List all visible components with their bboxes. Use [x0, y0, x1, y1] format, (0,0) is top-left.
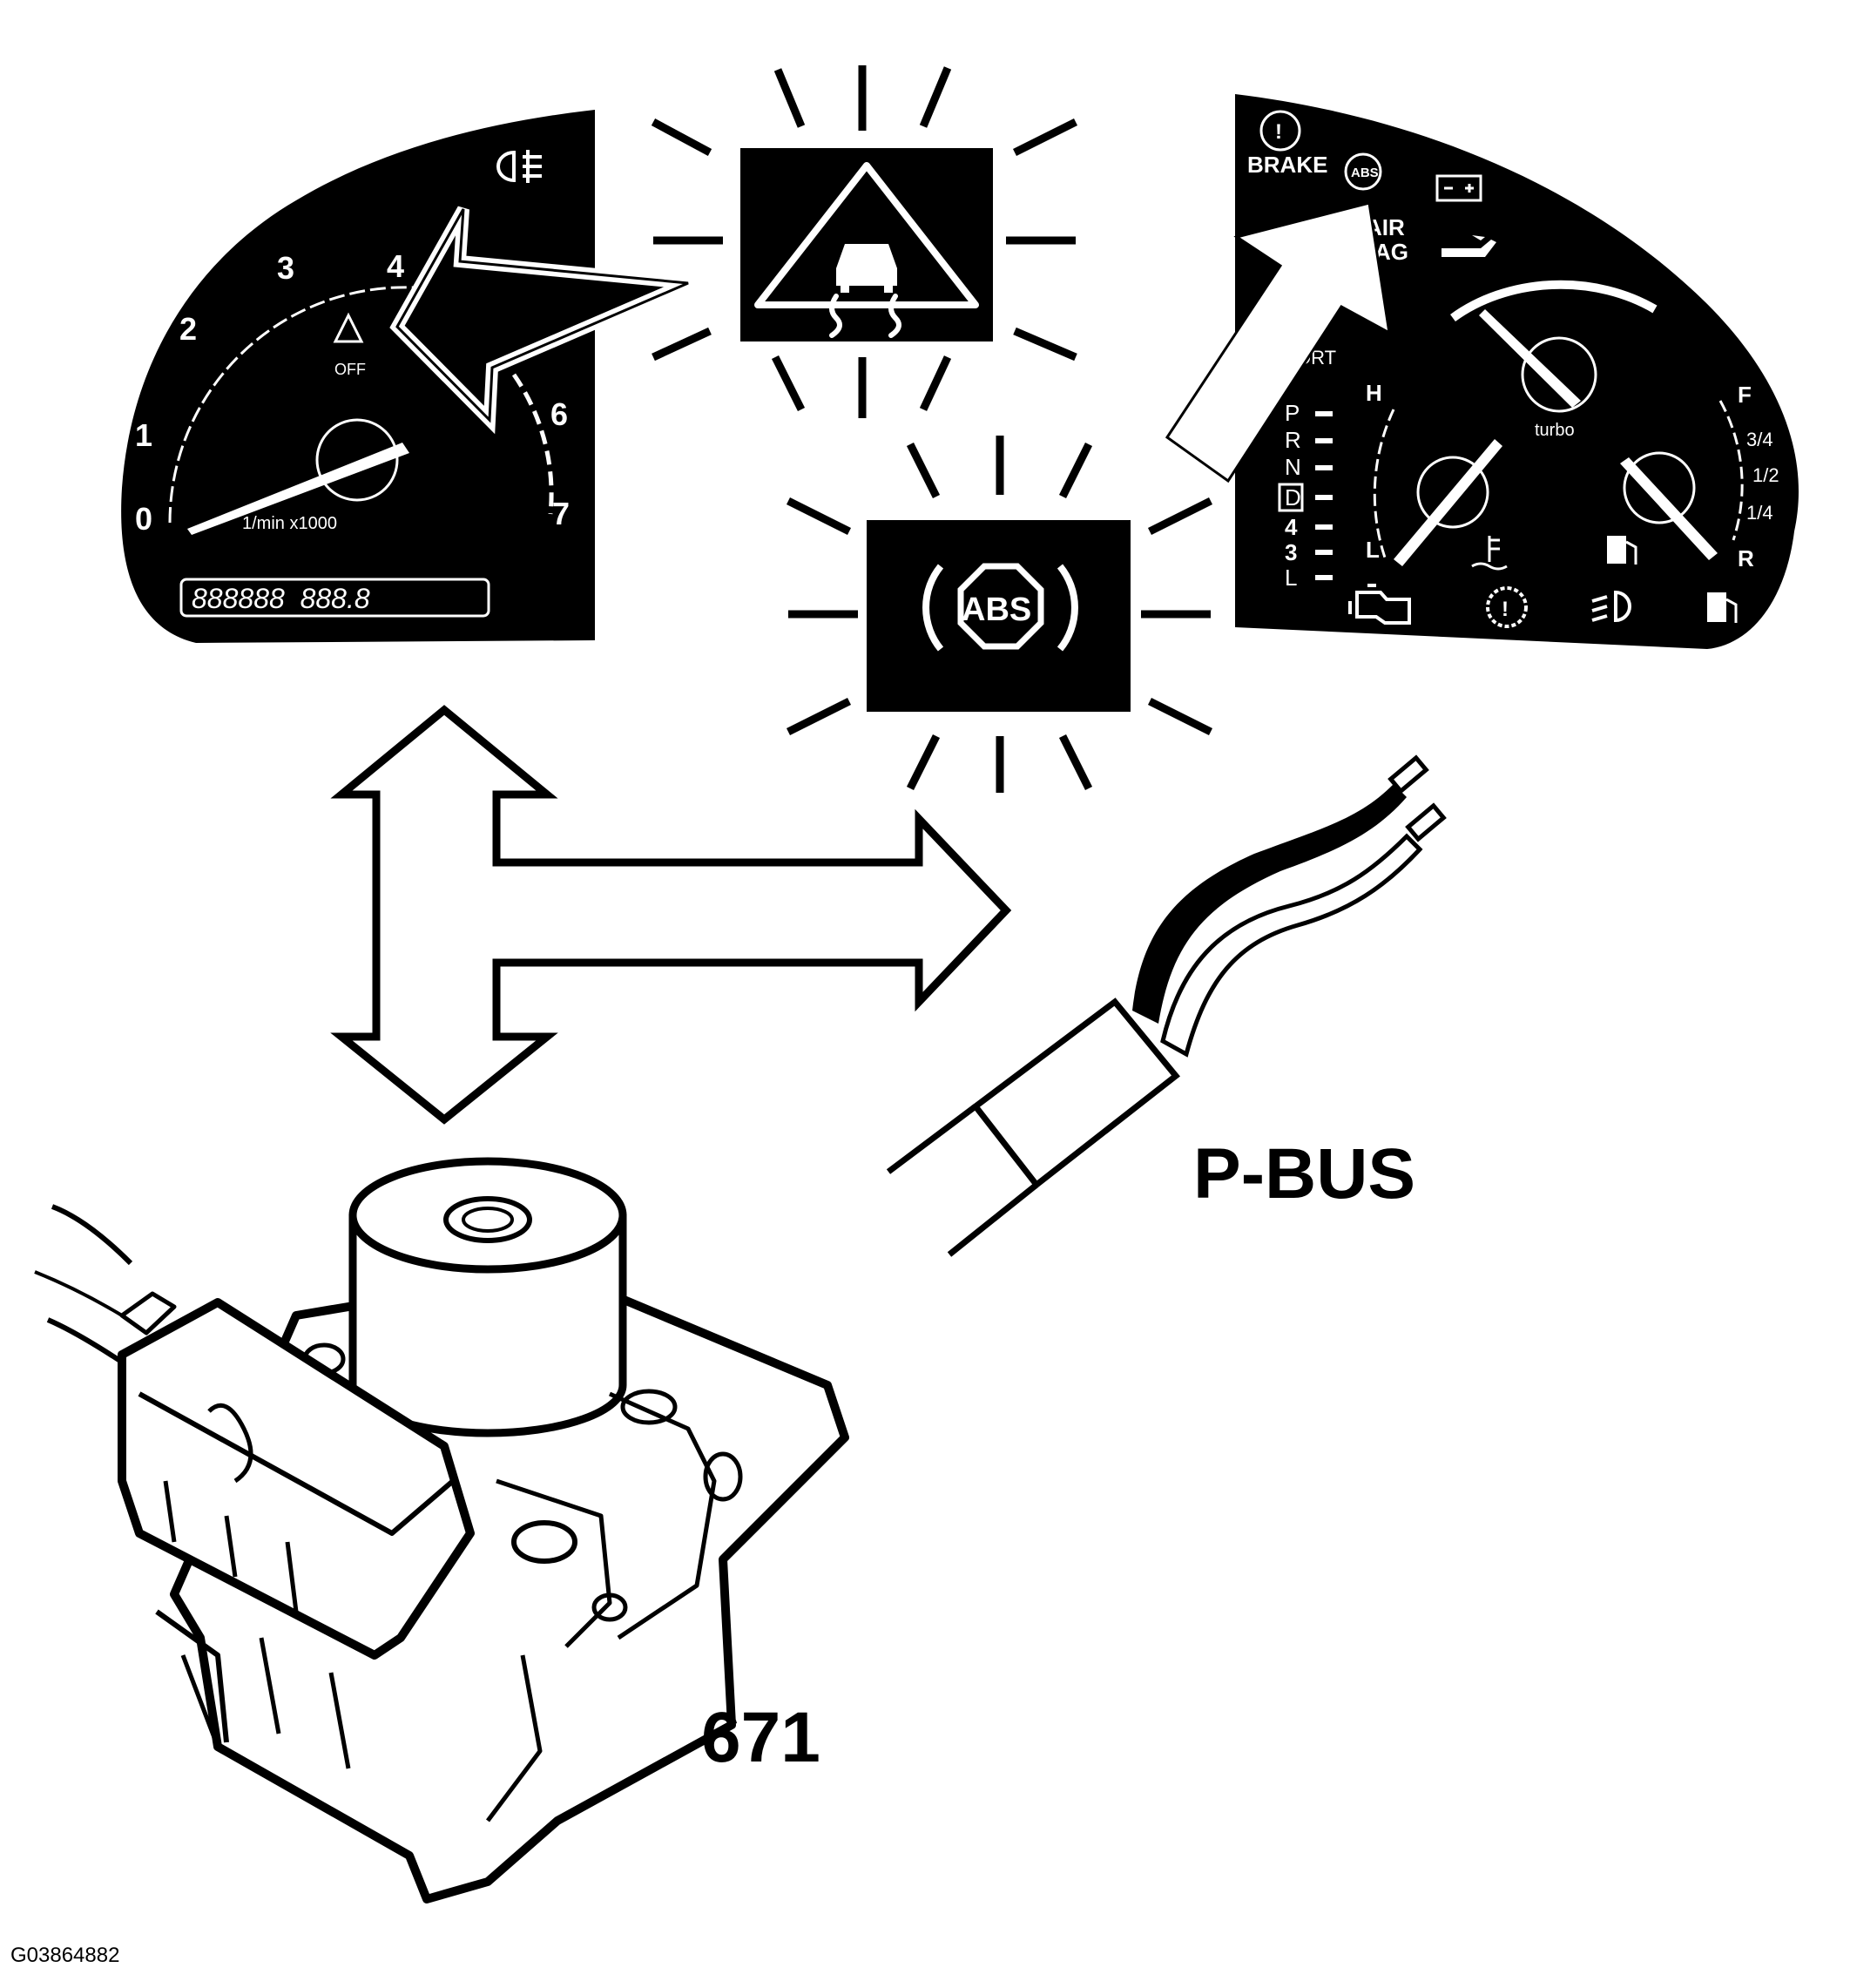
tach-number-1: 1	[135, 417, 152, 453]
brake-label: BRAKE	[1247, 152, 1327, 178]
tach-number-6: 6	[550, 396, 568, 432]
fog-lamp-icon	[496, 150, 542, 183]
cable-sheath	[971, 997, 1180, 1189]
svg-text:ABS: ABS	[1351, 166, 1379, 180]
abs-lamp-rays	[786, 436, 1213, 793]
fuel-34-label: 3/4	[1746, 429, 1773, 450]
temp-gauge-needle	[1394, 439, 1502, 566]
abs-lamp-label: ABS	[962, 592, 1031, 628]
fuel-gauge-needle	[1620, 457, 1718, 560]
svg-text:!: !	[1275, 120, 1282, 144]
fuel-14-label: 1/4	[1746, 502, 1773, 524]
tc-off-label: OFF	[334, 361, 366, 378]
tach-hub	[315, 418, 399, 502]
tach-number-2: 2	[179, 311, 197, 347]
warning-triangle-icon	[754, 162, 979, 308]
oil-pressure-icon	[1442, 235, 1496, 257]
turbo-gauge-hub	[1521, 336, 1597, 413]
right-cluster-body	[1235, 94, 1799, 649]
bus-wire-black	[1132, 784, 1407, 1024]
communication-arrow	[330, 705, 1012, 1125]
temp-gauge-scale	[1373, 409, 1395, 558]
tach-needle	[187, 443, 409, 535]
tc-lamp-rays	[651, 65, 1078, 418]
check-engine-icon	[1348, 584, 1411, 625]
traction-control-off-icon: OFF	[333, 312, 366, 378]
fuel-12-label: 1/2	[1752, 464, 1779, 486]
gear-position-bars	[1315, 411, 1333, 580]
abs-control-module	[34, 1157, 849, 1903]
abs-indicator-arrow	[1165, 201, 1391, 483]
wire-terminals	[1388, 754, 1447, 842]
fuel-gauge-hub	[1623, 451, 1696, 524]
abs-lamp-box	[867, 520, 1131, 712]
temp-l-label: L	[1366, 537, 1380, 563]
brake-warning-icon: !	[1259, 110, 1301, 152]
turbo-label: turbo	[1535, 421, 1575, 440]
turbo-gauge-scale	[1450, 280, 1658, 322]
gear-D: D	[1285, 484, 1301, 511]
p-bus-connector	[886, 754, 1447, 1257]
gear-N: N	[1285, 454, 1301, 480]
temp-h-label: H	[1366, 380, 1382, 406]
abs-warning-lamp: ABS	[786, 436, 1213, 793]
gear-4: 4	[1285, 514, 1298, 540]
odometer-readout: 888888 888.8	[192, 583, 370, 614]
gear-R: R	[1285, 427, 1301, 453]
transmission-warning-icon: !	[1486, 586, 1528, 628]
tachometer-cluster: 0 1 2 3 4 6 7 OFF 1/min x1000 888888 888…	[121, 110, 595, 643]
low-fuel-icon	[1707, 592, 1738, 623]
p-bus-label: P-BUS	[1193, 1134, 1415, 1214]
tach-number-3: 3	[277, 250, 294, 286]
tach-unit-label: 1/min x1000	[242, 514, 337, 533]
right-instrument-cluster: ! BRAKE ABS AIR AG ORT turbo P R N	[1235, 94, 1799, 649]
battery-icon	[1435, 174, 1482, 202]
gear-D-box	[1278, 483, 1304, 512]
airbag-label-2: AG	[1374, 239, 1408, 265]
fuel-f-label: F	[1738, 382, 1752, 408]
abs-octagon	[957, 563, 1044, 650]
headlamp-leveling-icon	[1591, 590, 1631, 623]
module-number-label: 671	[701, 1698, 820, 1777]
coolant-temp-icon	[1471, 536, 1508, 571]
skidding-car-icon	[836, 244, 897, 293]
traction-control-warning-lamp	[651, 65, 1078, 418]
fuel-gauge-scale	[1718, 400, 1744, 541]
fuel-pump-icon	[1607, 536, 1637, 565]
temp-gauge-hub	[1416, 456, 1489, 529]
odometer-display	[179, 578, 490, 618]
bus-wire-white	[1160, 833, 1423, 1058]
gear-3: 3	[1285, 539, 1297, 565]
fuel-r-label: R	[1738, 545, 1754, 571]
tach-number-4: 4	[387, 248, 404, 284]
svg-text:!: !	[1502, 598, 1509, 621]
turbo-gauge-needle	[1479, 309, 1581, 408]
abs-small-icon: ABS	[1344, 152, 1382, 191]
gear-P: P	[1285, 400, 1300, 426]
tach-number-7: 7	[552, 496, 570, 531]
figure-id: G03864882	[10, 1944, 119, 1967]
gear-L: L	[1285, 565, 1297, 591]
tach-number-0: 0	[135, 501, 152, 537]
